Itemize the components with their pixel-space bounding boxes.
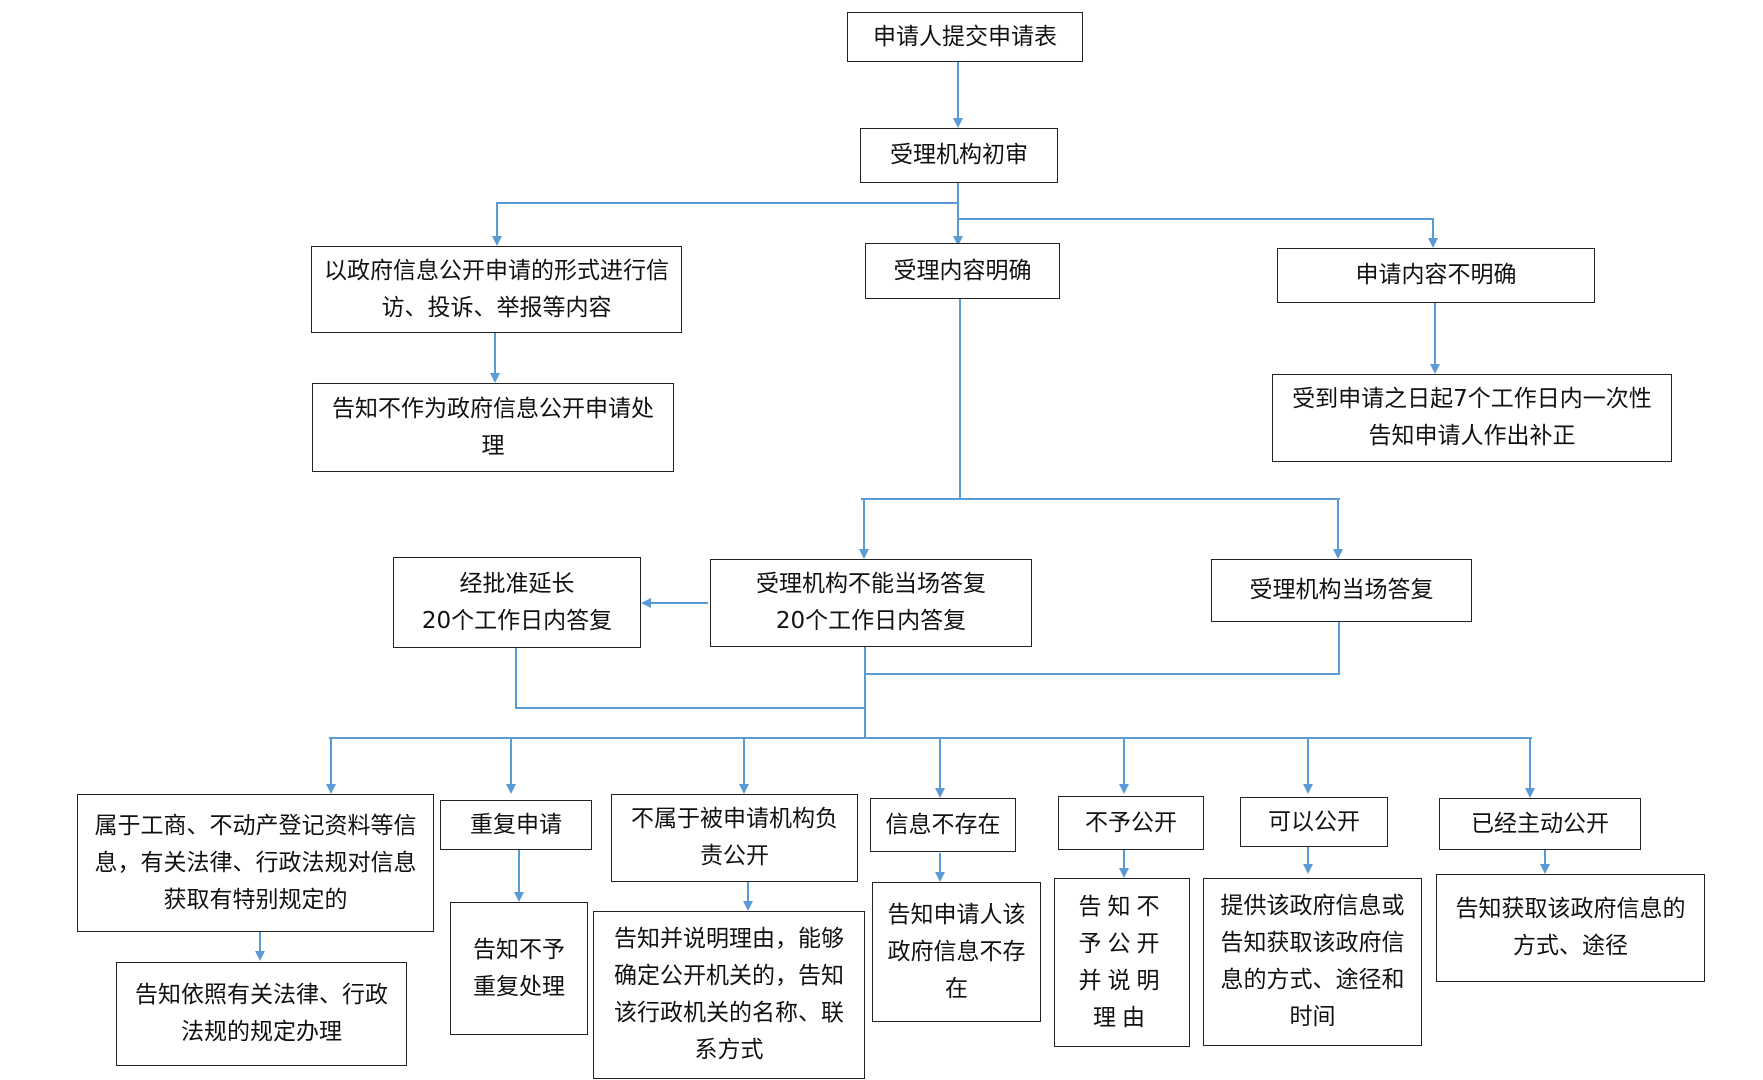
node-not-public: 不予公开 (1058, 796, 1204, 850)
node-not-disclosure-request: 告知不作为政府信息公开申请处理 (312, 383, 674, 472)
node-content-clear: 受理内容明确 (865, 243, 1060, 299)
node-not-responsible: 不属于被申请机构负责公开 (611, 794, 858, 882)
node-inform-agency: 告知并说明理由，能够确定公开机关的，告知该行政机关的名称、联系方式 (593, 911, 865, 1079)
node-cannot-reply-now: 受理机构不能当场答复 20个工作日内答复 (710, 559, 1032, 647)
node-reply-on-spot: 受理机构当场答复 (1211, 559, 1472, 622)
node-special-laws: 属于工商、不动产登记资料等信息，有关法律、行政法规对信息获取有特别规定的 (77, 794, 434, 932)
node-inform-access: 告知获取该政府信息的方式、途径 (1436, 874, 1705, 982)
node-content-unclear: 申请内容不明确 (1277, 248, 1595, 303)
node-inform-reason: 告知不予公开并说明理由 (1054, 878, 1190, 1047)
node-provide-info: 提供该政府信息或告知获取该政府信息的方式、途径和时间 (1203, 878, 1422, 1046)
node-extension: 经批准延长 20个工作日内答复 (393, 557, 641, 648)
node-supplement-notice: 受到申请之日起7个工作日内一次性告知申请人作出补正 (1272, 374, 1672, 462)
node-initial-review: 受理机构初审 (860, 128, 1058, 183)
node-inform-not-exist: 告知申请人该政府信息不存在 (872, 882, 1041, 1022)
node-no-repeat: 告知不予重复处理 (450, 902, 588, 1035)
node-petition-content: 以政府信息公开申请的形式进行信访、投诉、举报等内容 (311, 246, 682, 333)
node-already-public: 已经主动公开 (1439, 798, 1641, 850)
node-submit: 申请人提交申请表 (847, 12, 1083, 62)
node-repeat-request: 重复申请 (440, 800, 592, 850)
node-can-public: 可以公开 (1240, 797, 1388, 847)
node-not-exist: 信息不存在 (870, 798, 1016, 852)
node-handle-by-law: 告知依照有关法律、行政法规的规定办理 (116, 962, 407, 1066)
